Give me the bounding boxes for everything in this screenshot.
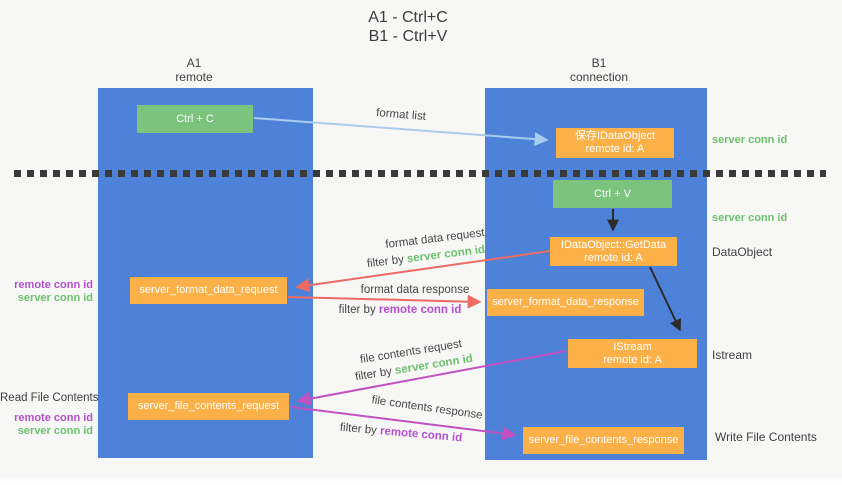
dashed-divider-line — [14, 170, 826, 177]
remote-conn-id-label: remote conn id — [14, 412, 93, 424]
label-filter-by-remote-conn-id-2: filter by remote conn id — [339, 422, 462, 445]
node-istream-line1: IStream — [613, 340, 652, 353]
remote-conn-id-label: remote conn id — [14, 279, 93, 291]
annotation-dataobject: DataObject — [712, 245, 773, 259]
annotation-write-file-contents: Write File Contents — [715, 430, 817, 444]
column-header-a1-line2: remote — [175, 70, 213, 84]
format-data-response-arrow — [287, 294, 482, 309]
diagram-title: A1 - Ctrl+C B1 - Ctrl+V — [0, 8, 816, 46]
server-conn-id-label: server conn id — [17, 425, 93, 437]
node-server-format-data-request: server_format_data_request — [130, 277, 287, 304]
node-istream-line2: remote id: A — [603, 353, 662, 366]
label-format-list: format list — [375, 107, 427, 123]
label-format-data-response: format data response — [360, 284, 470, 296]
node-format-request-label: server_format_data_request — [139, 284, 278, 296]
column-header-a1-remote: A1 remote — [124, 56, 264, 84]
column-header-b1-line1: B1 — [591, 56, 607, 70]
column-header-a1-line1: A1 — [186, 56, 202, 70]
filter-by-text: filter by — [354, 365, 393, 384]
filter-by-text: filter by — [338, 304, 376, 316]
column-header-b1-line2: connection — [569, 70, 629, 84]
bottom-strip — [0, 478, 842, 485]
node-save-idataobject: 保存IDataObject remote id: A — [556, 128, 674, 158]
node-format-response-label: server_format_data_response — [492, 296, 639, 308]
annotation-istream: Istream — [712, 348, 753, 362]
node-file-response-label: server_file_contents_response — [528, 434, 679, 446]
label-file-contents-response: file contents response — [370, 394, 484, 422]
node-istream: IStream remote id: A — [568, 339, 697, 368]
node-ctrl-v-label: Ctrl + V — [594, 187, 631, 200]
column-header-b1-connection: B1 connection — [529, 56, 669, 84]
title-line-1: A1 - Ctrl+C — [368, 9, 448, 26]
filter-by-text: filter by — [339, 421, 378, 437]
annotation-server-conn-id-1: server conn id — [712, 134, 788, 146]
label-filter-by-server-conn-id-1: filter by server conn id — [366, 244, 485, 270]
node-ctrl-v: Ctrl + V — [553, 180, 672, 208]
remote-conn-id-text: remote conn id — [379, 425, 463, 445]
annotation-conn-ids-top-left: remote conn id server conn id — [0, 279, 93, 305]
node-server-format-data-response: server_format_data_response — [487, 289, 644, 316]
node-file-request-label: server_file_contents_request — [137, 400, 280, 412]
node-ctrl-c-label: Ctrl + C — [176, 112, 214, 125]
annotation-read-file-contents: Read File Contents — [0, 392, 99, 404]
filter-by-text: filter by — [366, 253, 405, 271]
node-getdata-line2: remote id: A — [584, 251, 643, 264]
remote-conn-id-text: remote conn id — [378, 304, 462, 316]
node-getdata-line1: IDataObject::GetData — [560, 238, 667, 251]
node-server-file-contents-request: server_file_contents_request — [128, 393, 289, 420]
node-save-idataobject-line1: 保存IDataObject — [574, 130, 656, 142]
annotation-conn-ids-bottom-left: remote conn id server conn id — [0, 412, 93, 438]
title-line-2: B1 - Ctrl+V — [368, 28, 448, 45]
node-save-idataobject-line2: remote id: A — [585, 143, 645, 155]
node-idataobject-getdata: IDataObject::GetData remote id: A — [550, 237, 677, 266]
label-filter-by-remote-conn-id-1: filter by remote conn id — [339, 304, 462, 316]
node-server-file-contents-response: server_file_contents_response — [523, 427, 684, 454]
node-ctrl-c: Ctrl + C — [137, 105, 253, 133]
server-conn-id-label: server conn id — [17, 292, 93, 304]
annotation-server-conn-id-2: server conn id — [712, 212, 788, 224]
